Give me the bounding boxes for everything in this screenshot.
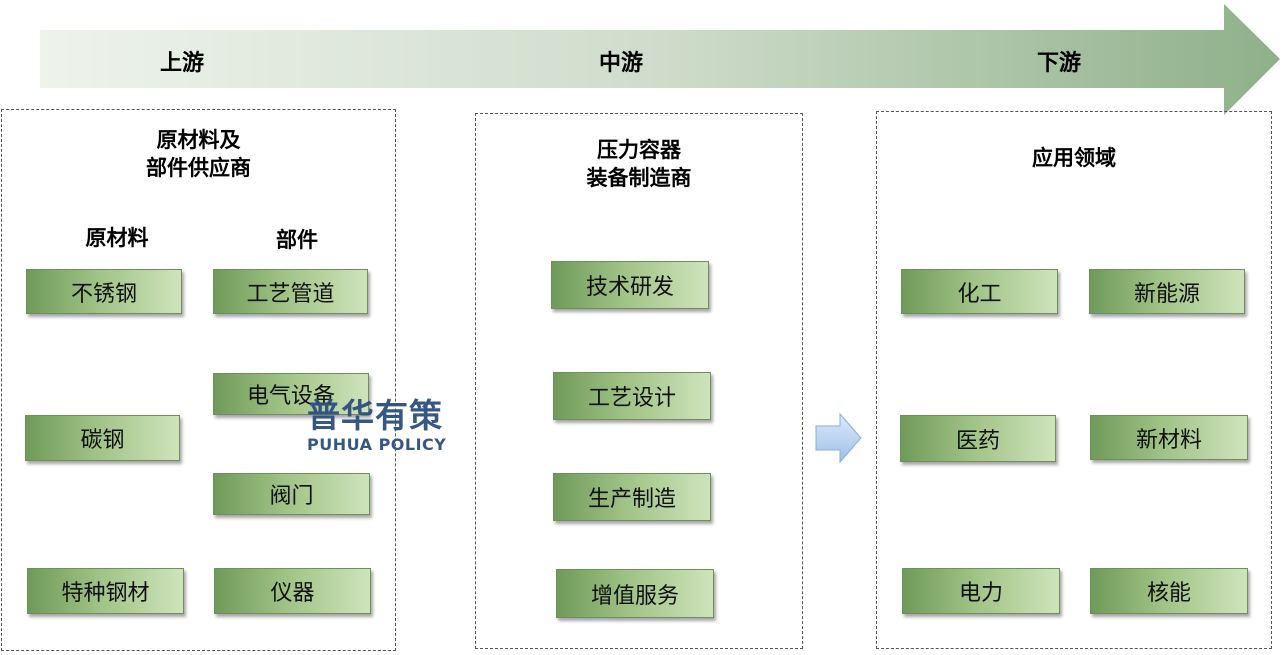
part-box-electrical-equipment: 电气设备 (213, 373, 369, 415)
material-box-special-steel: 特种钢材 (27, 568, 184, 614)
downstream-panel-title: 应用领域 (1032, 146, 1116, 170)
app-box-new-energy: 新能源 (1089, 269, 1245, 314)
material-box-carbon-steel: 碳钢 (25, 415, 180, 461)
right-arrow-icon (815, 412, 862, 464)
midstream-title-line2: 装备制造商 (586, 166, 692, 190)
mid-box-manufacturing: 生产制造 (553, 473, 711, 521)
materials-header: 原材料 (85, 226, 149, 250)
app-box-nuclear: 核能 (1090, 568, 1248, 614)
app-box-new-materials: 新材料 (1090, 415, 1248, 460)
parts-header: 部件 (276, 228, 318, 252)
midstream-title-line1: 压力容器 (597, 138, 681, 162)
midstream-panel-title: 压力容器 装备制造商 (476, 136, 802, 192)
upstream-title-line1: 原材料及 (156, 128, 241, 152)
material-box-stainless-steel: 不锈钢 (26, 269, 182, 314)
upstream-title-line2: 部件供应商 (146, 156, 251, 180)
mid-box-value-added-service: 增值服务 (556, 569, 714, 618)
part-box-valve: 阀门 (213, 473, 370, 515)
part-box-process-piping: 工艺管道 (213, 269, 368, 314)
stage-downstream-label: 下游 (1036, 51, 1082, 76)
downstream-panel: 应用领域 (876, 111, 1272, 649)
stage-midstream-label: 中游 (598, 51, 644, 76)
mid-box-process-design: 工艺设计 (553, 372, 711, 420)
watermark-en: PUHUA POLICY (307, 435, 447, 454)
app-box-pharmaceutical: 医药 (900, 415, 1056, 462)
upstream-panel-title: 原材料及 部件供应商 (2, 126, 395, 182)
app-box-electric-power: 电力 (902, 568, 1060, 614)
app-box-chemical: 化工 (901, 269, 1058, 314)
stage-flow-arrow (40, 4, 1280, 115)
watermark-cn: 普华有策 (307, 396, 443, 435)
midstream-panel: 压力容器 装备制造商 (475, 113, 803, 649)
watermark-logo: 普华有策 PUHUA POLICY (307, 398, 452, 460)
part-box-instrument: 仪器 (214, 568, 371, 614)
stage-upstream-label: 上游 (159, 51, 205, 76)
mid-box-rd: 技术研发 (551, 261, 709, 309)
upstream-panel: 原材料及 部件供应商 (1, 109, 396, 651)
